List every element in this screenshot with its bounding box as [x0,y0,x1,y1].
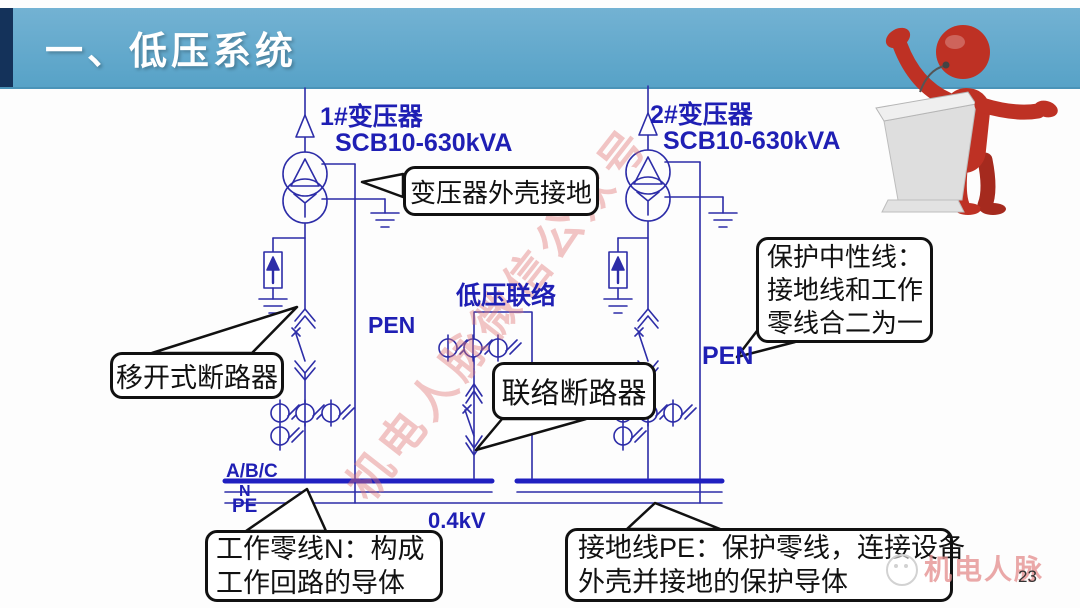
tie-section [438,311,533,479]
callout-pe-conductor: 接地线PE：保护零线，连接设备 外壳并接地的保护导体 [565,528,965,602]
ground-symbol [664,196,738,228]
transformer2-label: 2#变压器 [650,101,753,129]
bus-voltage-label: 0.4kV [428,508,486,533]
surge-arrester-1 [258,237,306,314]
page-title: 一、低压系统 [45,31,298,73]
callout-working-neutral: 工作零线N：构成 工作回路的导体 [205,530,443,602]
callout-protective-neutral: 保护中性线： 接地线和工作 零线合二为一 [756,237,933,343]
transformer1-spec: SCB10-630kVA [335,129,513,157]
red-character-arm [974,97,1058,120]
callout-line: 接地线和工作 [767,274,924,305]
callout-line: 保护中性线： [767,241,924,272]
callout-tie-breaker: 联络断路器 [492,362,656,420]
footer-watermark-text: 机电人脉 [924,554,1045,585]
surge-arrester-2 [603,237,649,314]
bus-pe-label: PE [232,496,258,517]
transformer1-label: 1#变压器 [320,103,423,131]
callout-line: 零线合二为一 [767,307,924,338]
header-accent-block [0,8,13,87]
callout-transformer-shell: 变压器外壳接地 [403,166,599,216]
page-number: 23 [1018,567,1037,586]
tie-label: 低压联络 [456,282,557,310]
callout-line: 工作零线N：构成 [216,534,425,564]
bus-phases-label: A/B/C [226,461,278,482]
pen-label-right: PEN [702,342,754,370]
footer-watermark: 机电人脉 [880,546,1044,590]
pen-label-left: PEN [368,312,416,338]
breaker-1-symbol [291,308,316,381]
presenter-figure [875,25,1058,215]
callout-withdrawable-breaker: 移开式断路器 [110,352,284,399]
podium-icon [875,61,977,213]
bus-neutral-label: N [239,483,251,500]
callout-line: 外壳并接地的保护导体 [578,567,848,597]
ct-group-1 [270,399,355,451]
transformer-1-symbol [282,87,328,224]
ground-symbol [321,198,400,228]
transformer2-spec: SCB10-630kVA [663,127,841,155]
wechat-logo-icon [886,554,918,586]
callout-line: 工作回路的导体 [216,568,405,598]
